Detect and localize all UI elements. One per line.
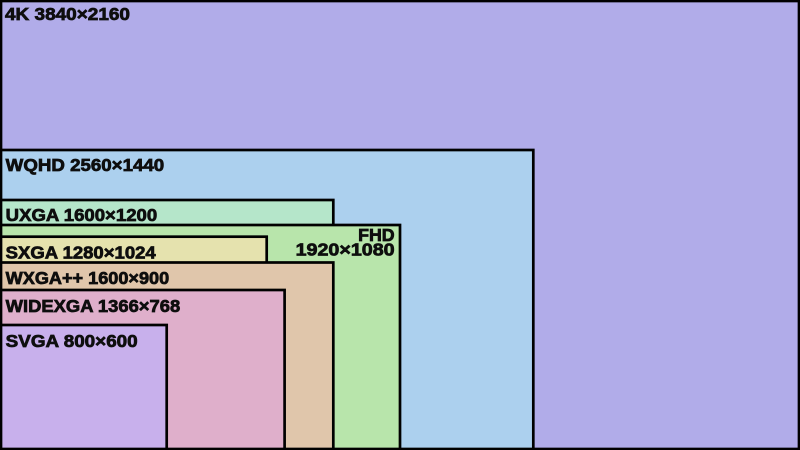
svg-text:4K 3840×2160: 4K 3840×2160 [5, 4, 130, 24]
svg-text:WXGA++ 1600×900: WXGA++ 1600×900 [6, 268, 170, 288]
svg-text:SVGA 800×600: SVGA 800×600 [6, 331, 138, 351]
svg-text:1920×1080: 1920×1080 [296, 240, 395, 260]
svg-text:WQHD 2560×1440: WQHD 2560×1440 [6, 155, 165, 175]
svg-text:UXGA 1600×1200: UXGA 1600×1200 [6, 205, 158, 225]
svg-text:FHD: FHD [358, 225, 395, 245]
svg-text:WIDEXGA 1366×768: WIDEXGA 1366×768 [6, 296, 181, 316]
svg-text:SXGA 1280×1024: SXGA 1280×1024 [6, 242, 156, 262]
